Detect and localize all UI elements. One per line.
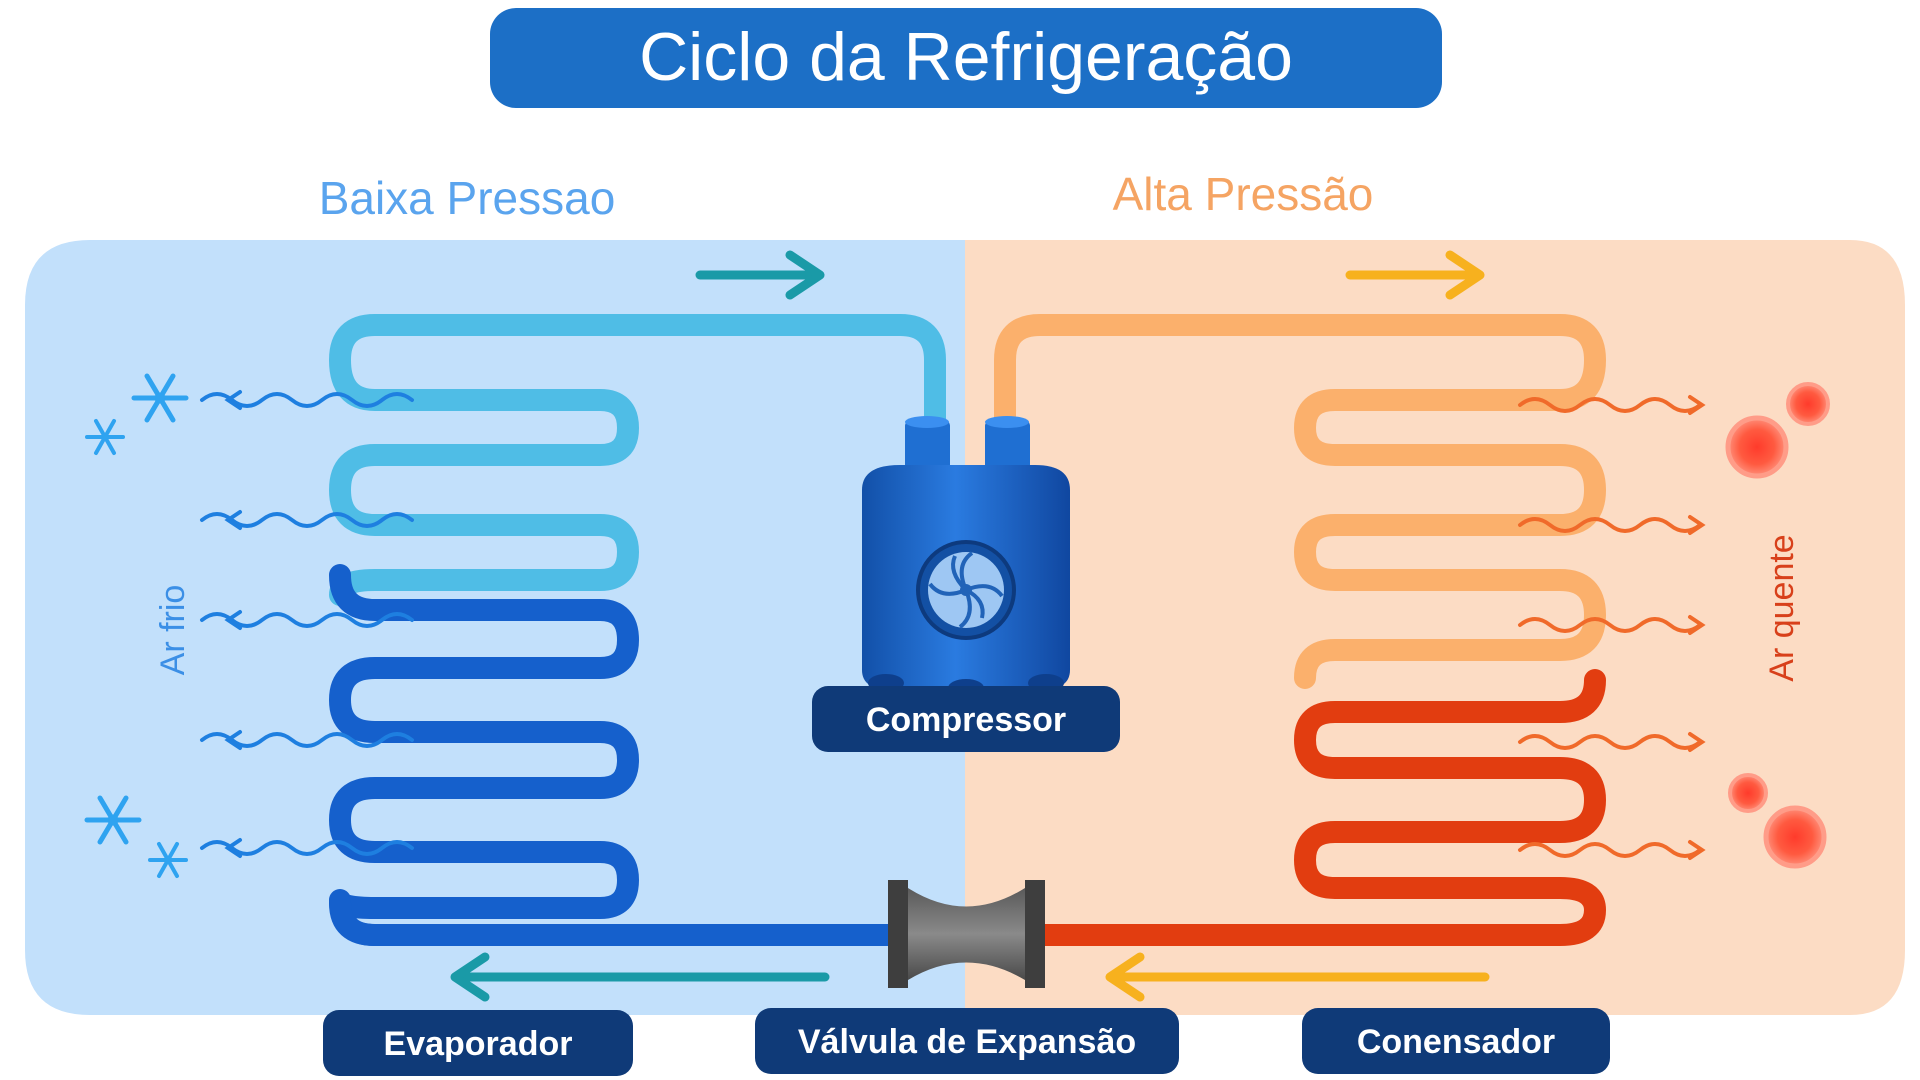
high-pressure-label: Alta Pressão	[1113, 168, 1374, 220]
high-pressure-zone	[965, 240, 1905, 1015]
hot-air-label: Ar quente	[1763, 534, 1801, 681]
hot-air-wave	[1518, 840, 1706, 860]
low-pressure-label: Baixa Pressao	[319, 172, 616, 224]
hot-air-waves	[1518, 395, 1706, 860]
hot-air-wave	[1518, 515, 1706, 535]
condenser-badge: Conensador	[1302, 1008, 1610, 1074]
evaporator-badge: Evaporador	[323, 1010, 633, 1076]
title-banner	[490, 8, 1442, 108]
hot-air-wave	[1518, 395, 1706, 415]
valve-badge: Válvula de Expansão	[755, 1008, 1179, 1074]
heat-dot-icons	[1725, 382, 1830, 869]
flow-arrow-top-right	[1345, 250, 1485, 300]
evaporator-coil	[329, 314, 946, 946]
condenser-coil	[994, 314, 1606, 946]
cold-air-wave	[200, 838, 414, 858]
flow-arrow-bottom-right	[1105, 952, 1490, 1002]
compressor-label: Compressor	[866, 701, 1066, 739]
heat-dot-icon	[1763, 805, 1827, 869]
hot-air-wave	[1518, 615, 1706, 635]
flow-arrow-bottom-left	[450, 952, 830, 1002]
heat-dot-icon	[1786, 382, 1830, 426]
cold-air-wave	[200, 390, 414, 410]
cold-air-label: Ar frio	[154, 585, 192, 676]
snowflake-icon	[84, 795, 142, 845]
evaporator-label: Evaporador	[384, 1025, 573, 1063]
condenser-label: Conensador	[1357, 1023, 1555, 1061]
flow-arrow-top-left	[695, 250, 825, 300]
valve-label: Válvula de Expansão	[798, 1023, 1136, 1061]
hot-air-wave	[1518, 732, 1706, 752]
cold-air-wave	[200, 730, 414, 750]
compressor-icon	[862, 416, 1070, 697]
snowflake-icon	[85, 419, 125, 455]
expansion-valve-icon	[888, 880, 1045, 988]
heat-dot-icon	[1728, 773, 1768, 813]
snowflake-icons	[84, 373, 189, 878]
snowflake-icon	[131, 373, 189, 423]
fan-icon	[916, 540, 1016, 640]
heat-dot-icon	[1725, 415, 1789, 479]
cold-air-waves	[200, 390, 414, 858]
low-pressure-zone	[25, 240, 965, 1015]
page-title: Ciclo da Refrigeração	[639, 19, 1293, 95]
snowflake-icon	[148, 842, 188, 878]
cold-air-wave	[200, 610, 414, 630]
compressor-badge: Compressor	[812, 686, 1120, 752]
cold-air-wave	[200, 510, 414, 530]
